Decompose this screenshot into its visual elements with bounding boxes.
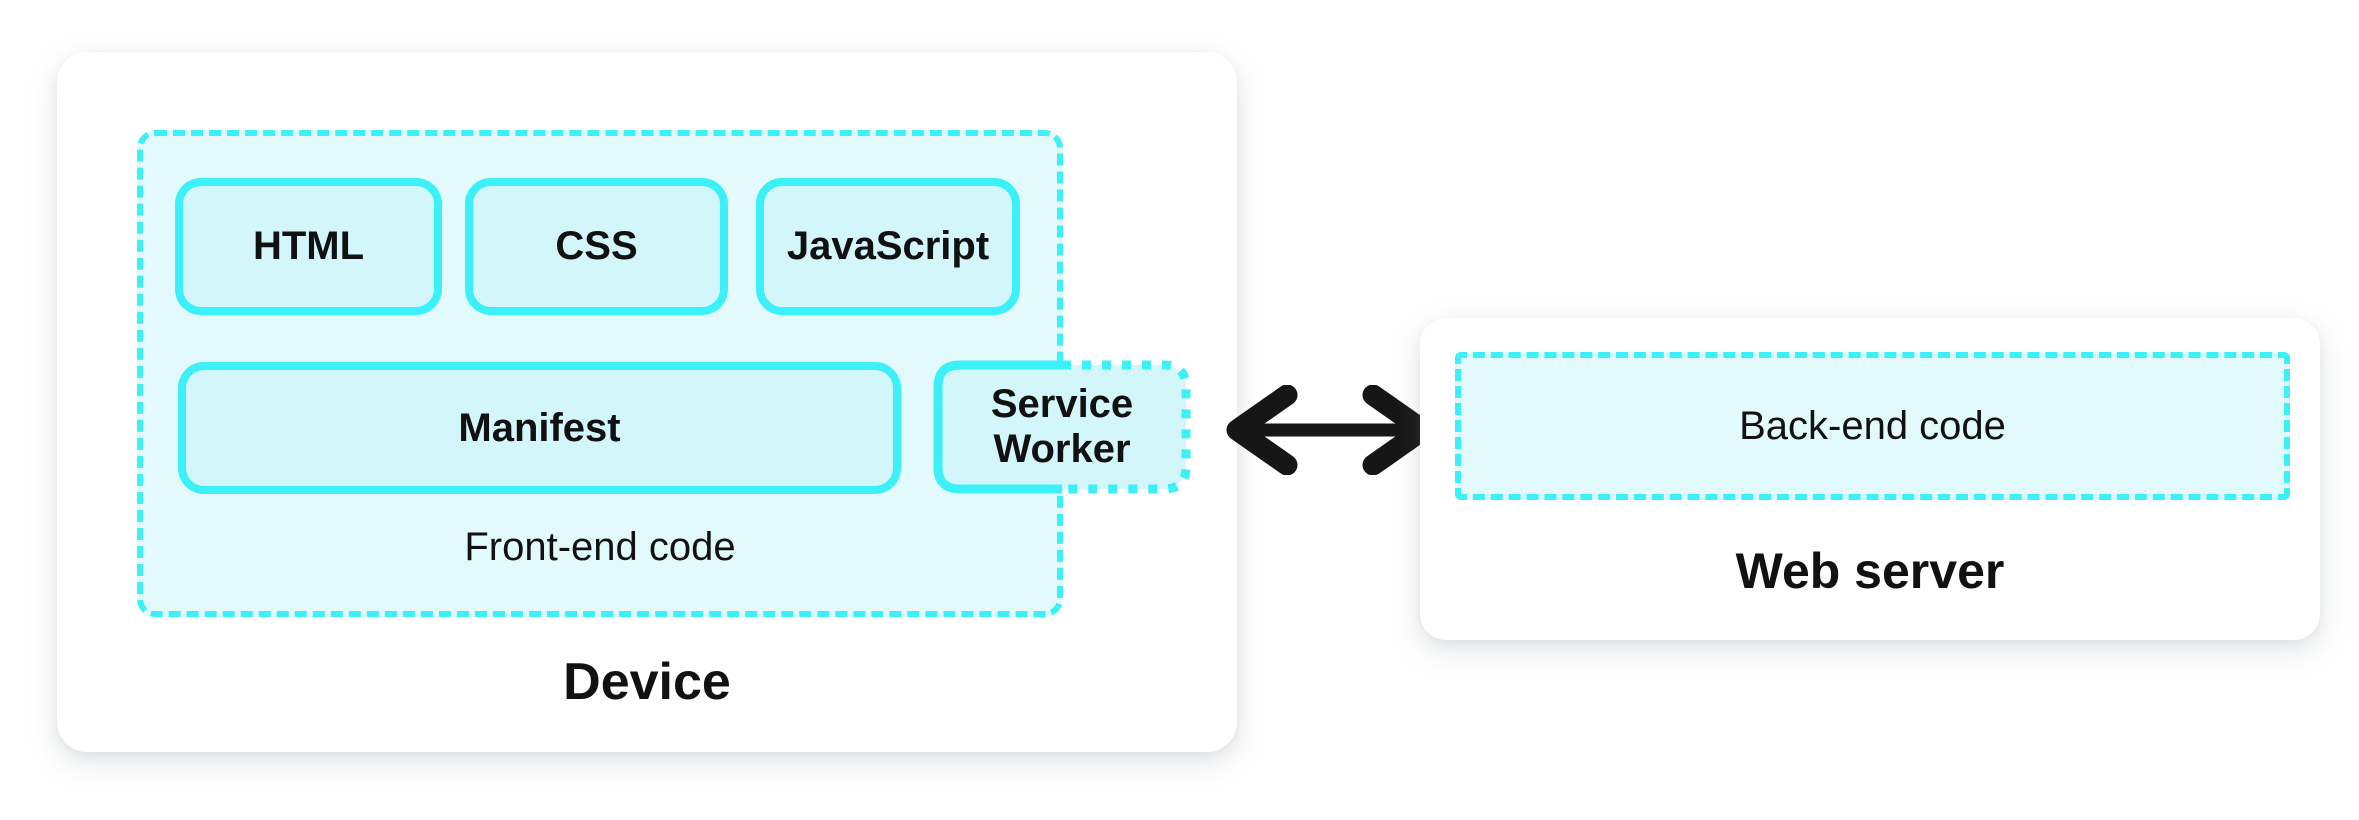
- service-worker-box-fill: [938, 365, 1186, 489]
- css-box: CSS: [465, 178, 728, 315]
- manifest-box-label: Manifest: [458, 405, 621, 450]
- backend-code-label: Back-end code: [1739, 403, 2006, 448]
- service-worker-box-label: Service Worker: [990, 382, 1134, 471]
- web-server-label: Web server: [1735, 543, 2005, 599]
- css-box-label: CSS: [555, 224, 638, 269]
- backend-code-box: Back-end code: [1455, 352, 2290, 500]
- manifest-box: Manifest: [178, 362, 901, 494]
- service-worker-border-icon: [933, 360, 1191, 494]
- web-server-card: Back-end code Web server: [1420, 318, 2320, 640]
- device-card: HTML CSS JavaScript Manifest Service Wor…: [57, 52, 1237, 752]
- javascript-box: JavaScript: [756, 178, 1020, 315]
- html-box-label: HTML: [252, 224, 365, 269]
- double-arrow-icon: [1226, 385, 1434, 475]
- frontend-code-label: Front-end code: [464, 525, 736, 569]
- device-label: Device: [563, 653, 731, 711]
- service-worker-box: Service Worker: [933, 360, 1191, 494]
- html-box: HTML: [175, 178, 442, 315]
- javascript-box-label: JavaScript: [786, 224, 990, 269]
